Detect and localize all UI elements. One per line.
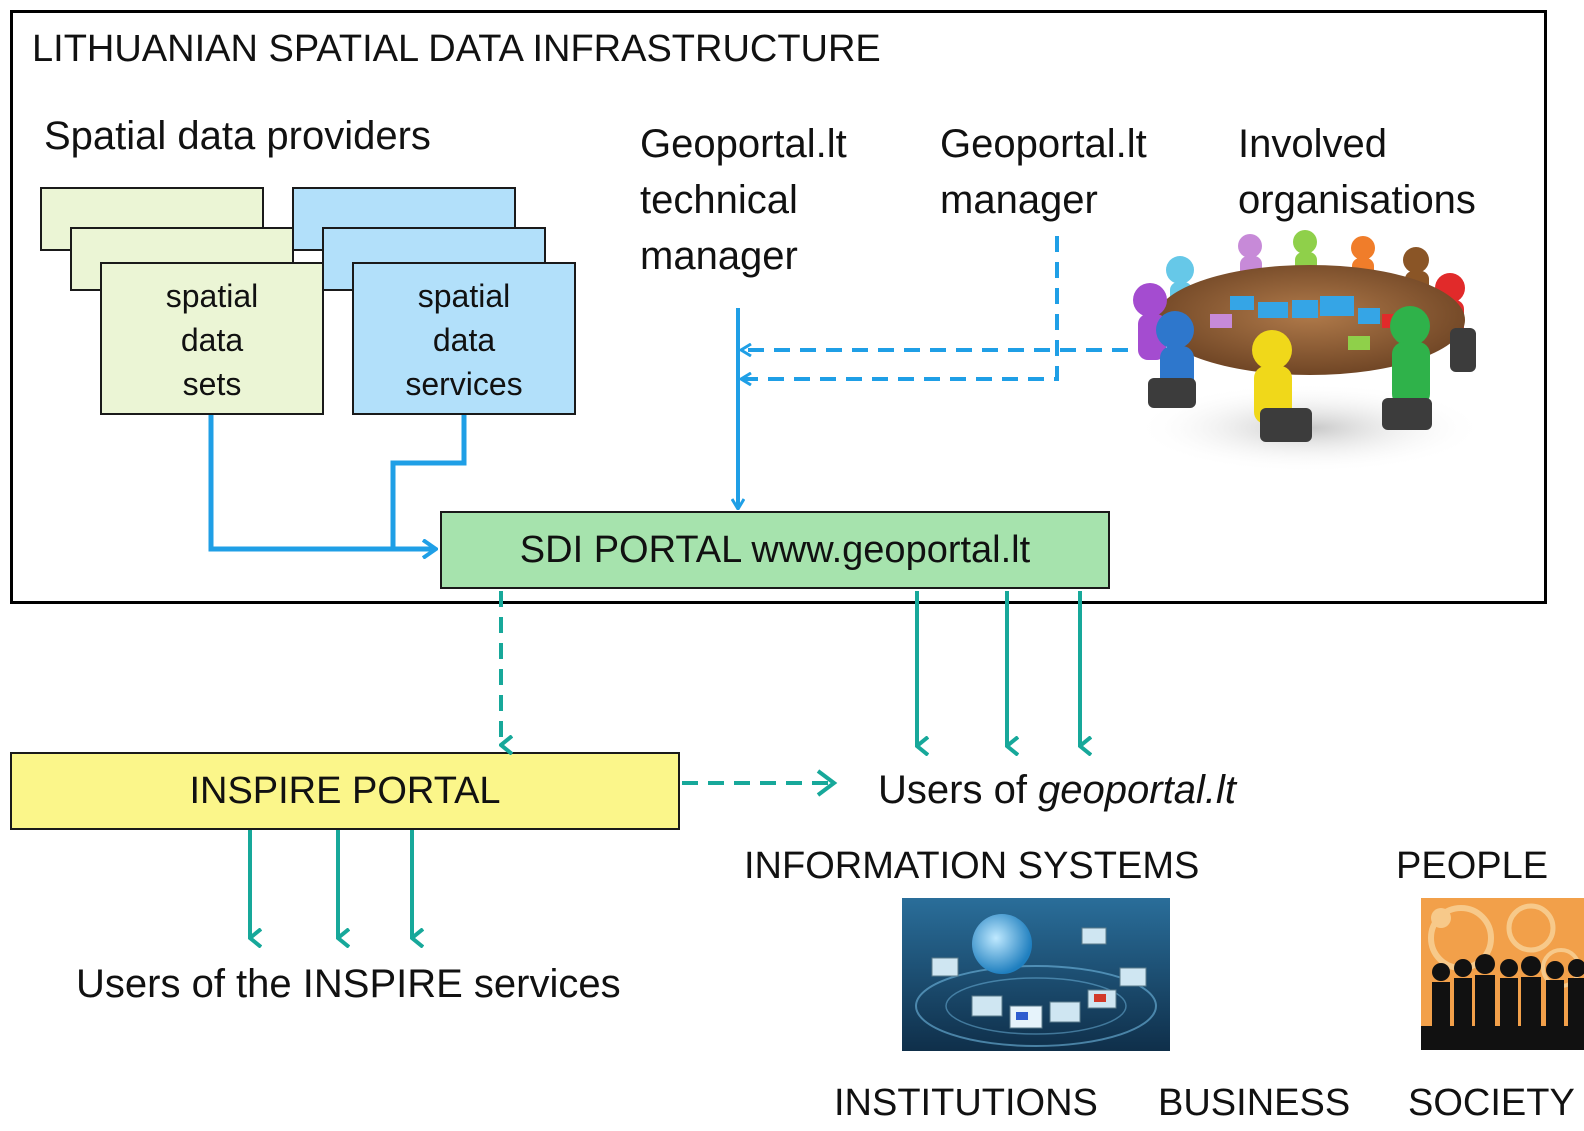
sdi-portal-box: SDI PORTAL www.geoportal.lt bbox=[440, 511, 1110, 589]
laptops-globe-illustration bbox=[902, 898, 1170, 1051]
geoportal-users-name: geoportal.lt bbox=[1038, 768, 1236, 812]
inspire-to-geoportal-users-arrowhead bbox=[816, 769, 838, 797]
datasets-line-3: sets bbox=[182, 366, 242, 403]
diagram-title: LITHUANIAN SPATIAL DATA INFRASTRUCTURE bbox=[32, 28, 881, 70]
crowd-silhouette-illustration bbox=[1421, 898, 1584, 1050]
business-label: BUSINESS bbox=[1158, 1082, 1351, 1124]
spatial-data-sets-box: spatial data sets bbox=[100, 262, 324, 415]
providers-heading: Spatial data providers bbox=[44, 114, 431, 158]
organisations-line-1: Involved bbox=[1238, 122, 1387, 166]
manager-to-tech-manager-arrow bbox=[742, 236, 1059, 379]
datasets-line-2: data bbox=[180, 322, 244, 359]
tech-manager-label: Geoportal.lt technical manager bbox=[640, 116, 847, 284]
manager-line-1: Geoportal.lt bbox=[940, 122, 1147, 166]
sdi-frame bbox=[10, 10, 1547, 604]
spatial-data-services-box: spatial data services bbox=[352, 262, 576, 415]
round-table-meeting-illustration bbox=[1133, 230, 1485, 473]
organisations-line-2: organisations bbox=[1238, 178, 1476, 222]
tech-manager-line-3: manager bbox=[640, 234, 798, 278]
manager-line-2: manager bbox=[940, 178, 1098, 222]
datasets-to-portal-arrow bbox=[208, 415, 436, 549]
institutions-label: INSTITUTIONS bbox=[834, 1082, 1098, 1124]
services-to-portal-line bbox=[390, 415, 467, 549]
information-systems-label: INFORMATION SYSTEMS bbox=[744, 845, 1200, 887]
geoportal-users-label: Users of geoportal.lt bbox=[878, 768, 1236, 813]
manager-label: Geoportal.lt manager bbox=[940, 116, 1147, 228]
organisations-label: Involved organisations bbox=[1238, 116, 1476, 228]
geoportal-users-prefix: Users of bbox=[878, 768, 1039, 812]
services-line-3: services bbox=[405, 366, 523, 403]
services-line-2: data bbox=[432, 322, 496, 359]
people-label: PEOPLE bbox=[1396, 845, 1549, 887]
society-label: SOCIETY bbox=[1408, 1082, 1575, 1124]
tech-manager-line-1: Geoportal.lt bbox=[640, 122, 847, 166]
inspire-portal-box: INSPIRE PORTAL bbox=[10, 752, 680, 830]
datasets-line-1: spatial bbox=[165, 278, 259, 314]
tech-manager-line-2: technical bbox=[640, 178, 798, 222]
services-line-1: spatial bbox=[417, 278, 511, 314]
inspire-users-label: Users of the INSPIRE services bbox=[76, 962, 621, 1006]
